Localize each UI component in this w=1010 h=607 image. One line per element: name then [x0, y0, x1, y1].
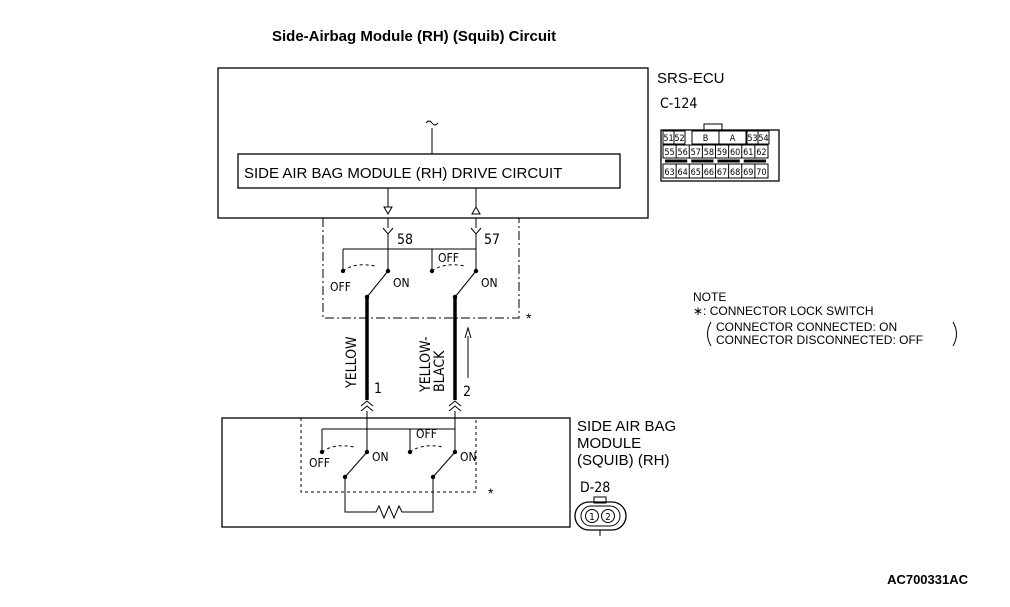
wire-right-color-1: YELLOW-: [418, 336, 434, 393]
terminal-58-label: 58: [397, 232, 413, 248]
wire-right-color-2: BLACK: [432, 350, 448, 392]
c124-outer-shell: [660, 129, 780, 182]
terminal-57-mark: [470, 227, 482, 235]
c124-pin-label: 70: [756, 168, 766, 178]
module-name-line3: (SQUIB) (RH): [577, 452, 670, 469]
note-line1: ∗: CONNECTOR LOCK SWITCH: [693, 304, 874, 318]
ecu-left-off-label: OFF: [330, 280, 351, 294]
module-box: [221, 417, 571, 528]
ecu-left-off-arc: [342, 264, 376, 272]
ecu-lock-asterisk: *: [526, 310, 532, 326]
drive-circuit-box: [237, 153, 621, 189]
c124-pin-label: 52: [674, 134, 684, 144]
note-line3: CONNECTOR DISCONNECTED: OFF: [716, 333, 923, 347]
module-left-off-arc: [321, 445, 355, 453]
ecu-box: [217, 67, 649, 219]
c124-pin-label: A: [730, 134, 736, 144]
module-left-switch-blade: [344, 451, 368, 478]
c124-pin-label: 58: [704, 148, 714, 158]
c124-pin-label: 57: [691, 148, 701, 158]
note-line2: CONNECTOR CONNECTED: ON: [716, 320, 897, 334]
module-connector-id: D-28: [580, 480, 610, 496]
ecu-right-off-arc: [431, 264, 466, 272]
current-arrow-head: [464, 326, 472, 339]
module-terminal-2-label: 2: [463, 384, 471, 400]
module-right-on-label: ON: [460, 450, 477, 464]
c124-pin-label: 68: [730, 168, 740, 178]
right-input-arrow: [471, 205, 481, 215]
connector-2-mark: [448, 400, 462, 412]
c124-pin-label: 66: [704, 168, 714, 178]
d28-pin-2-label: 2: [605, 512, 611, 523]
module-right-off-label: OFF: [416, 427, 437, 441]
c124-pin-label: 59: [717, 148, 727, 158]
d28-pin-1: [585, 509, 599, 523]
module-left-off-label: OFF: [309, 456, 330, 470]
module-left-on-label: ON: [372, 450, 389, 464]
module-terminal-1-label: 1: [374, 381, 382, 397]
d28-pin-1-label: 1: [589, 512, 595, 523]
diagram-title: Side-Airbag Module (RH) (Squib) Circuit: [272, 28, 556, 45]
ecu-name: SRS-ECU: [657, 70, 725, 87]
note-right-paren: [952, 321, 957, 347]
ecu-left-on-label: ON: [393, 276, 410, 290]
c124-pin-label: 51: [663, 134, 673, 144]
power-supply-symbol: [425, 120, 439, 126]
module-name-line1: SIDE AIR BAG: [577, 418, 676, 435]
c124-key-bar: [691, 159, 714, 163]
c124-pin-label: 56: [678, 148, 688, 158]
ecu-lock-switch-box: [322, 218, 520, 319]
c124-pin-label: 60: [730, 148, 740, 158]
module-right-off-arc: [409, 445, 444, 453]
c124-pin-label: 62: [756, 148, 766, 158]
ecu-connector-id: C-124: [660, 96, 697, 112]
drive-circuit-label: SIDE AIR BAG MODULE (RH) DRIVE CIRCUIT: [244, 165, 562, 182]
module-right-switch-blade: [432, 451, 456, 478]
c124-pin-label: 55: [664, 148, 674, 158]
c124-pin-label: 63: [664, 168, 674, 178]
figure-code: AC700331AC: [887, 572, 969, 587]
left-output-arrow: [383, 206, 393, 216]
d28-connector-face: 1 2: [574, 496, 627, 536]
note-left-paren: [707, 321, 712, 347]
ecu-right-off-label: OFF: [438, 251, 459, 265]
c124-pin-label: 69: [743, 168, 753, 178]
note-heading: NOTE: [693, 290, 726, 304]
d28-inner-shell: [580, 505, 621, 527]
c124-pin-label: 61: [743, 148, 753, 158]
c124-pin-box: [673, 130, 686, 145]
c124-key-bar: [665, 159, 688, 163]
module-lock-asterisk: *: [488, 485, 494, 501]
terminal-58-mark: [382, 227, 394, 235]
c124-key-bar: [717, 159, 740, 163]
wire-left-color: YELLOW: [344, 336, 360, 389]
connector-1-mark: [360, 400, 374, 412]
module-lock-switch-box: [300, 418, 477, 493]
squib-resistor: [344, 477, 434, 520]
c124-pin-label: 67: [717, 168, 727, 178]
ecu-right-switch-blade: [454, 270, 477, 298]
module-name-line2: MODULE: [577, 435, 641, 452]
c124-pin-label: 65: [691, 168, 701, 178]
ecu-left-switch-blade: [366, 270, 389, 298]
c124-pin-label: B: [703, 134, 709, 144]
c124-pin-label: 54: [758, 134, 768, 144]
c124-pin-box: [718, 130, 747, 145]
c124-pin-box: [757, 130, 770, 145]
c124-pin-label: 53: [747, 134, 757, 144]
ecu-right-on-label: ON: [481, 276, 498, 290]
terminal-57-label: 57: [484, 232, 500, 248]
d28-lock-tab: [593, 496, 607, 504]
d28-pin-2: [601, 509, 615, 523]
c124-pin-label: 64: [678, 168, 688, 178]
c124-key-bar: [743, 159, 766, 163]
